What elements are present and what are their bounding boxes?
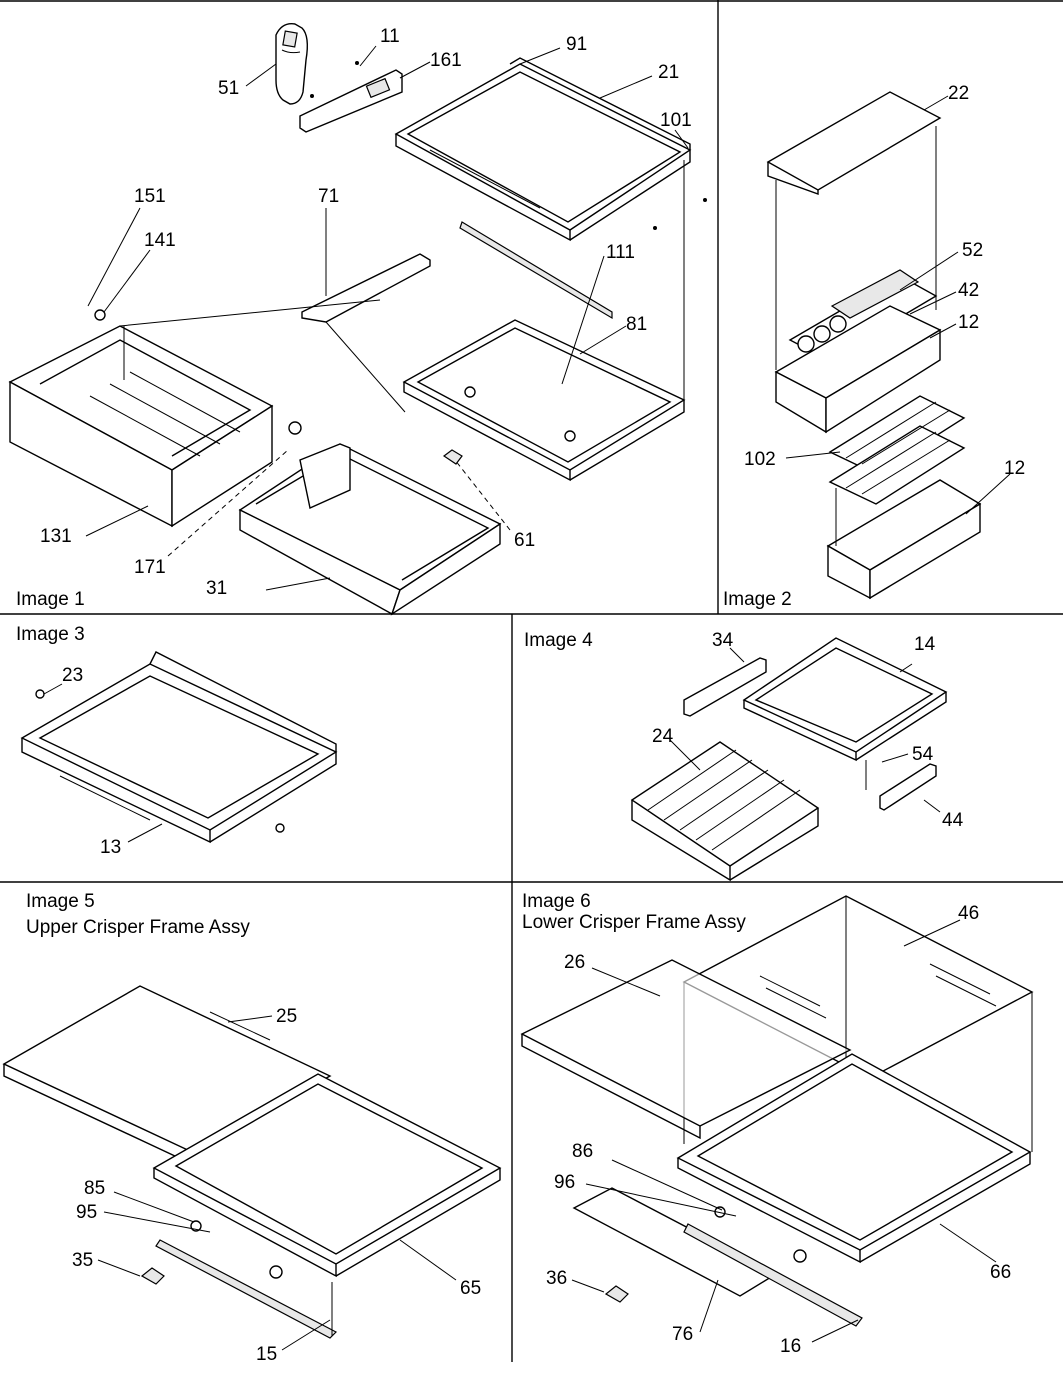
image4-leaders <box>669 647 941 813</box>
image5-leaders <box>97 1015 457 1351</box>
callout-161: 161 <box>430 50 462 71</box>
callout-36: 36 <box>546 1268 567 1289</box>
callout-11: 11 <box>380 26 400 47</box>
callout-96: 96 <box>554 1172 575 1193</box>
dairy-door-part <box>275 23 309 105</box>
image1-leaders <box>85 45 689 591</box>
callout-23: 23 <box>62 665 83 686</box>
left-drawer-part <box>8 299 381 528</box>
callout-51: 51 <box>218 78 239 99</box>
callout-44: 44 <box>942 810 964 831</box>
callout-13: 13 <box>100 837 121 858</box>
crisper-frame-part <box>402 160 686 482</box>
wire-basket-part <box>630 741 820 882</box>
callout-65: 65 <box>460 1278 481 1299</box>
subtitle-image-6: Lower Crisper Frame Assy <box>522 912 746 933</box>
callout-14: 14 <box>914 634 936 655</box>
caption-image-1: Image 1 <box>16 589 85 610</box>
callout-61: 61 <box>514 530 535 551</box>
bracket-part <box>299 61 403 133</box>
callout-151: 151 <box>134 186 166 207</box>
image6-leaders <box>571 919 997 1343</box>
callout-15: 15 <box>256 1344 277 1365</box>
panel-image-1: 11 161 51 91 21 101 151 141 71 111 81 13… <box>8 23 707 616</box>
callout-52: 52 <box>962 240 983 261</box>
callout-71: 71 <box>318 186 339 207</box>
upper-crisper-frame-part <box>140 1073 502 1285</box>
callout-24: 24 <box>652 726 674 747</box>
lower-glass-cover-part <box>520 959 852 1140</box>
ice-tray-part <box>828 395 966 505</box>
callout-66: 66 <box>990 1262 1011 1283</box>
callout-81: 81 <box>626 314 647 335</box>
top-shelf-part <box>394 57 707 242</box>
callout-171: 171 <box>134 557 166 578</box>
callout-12-upper: 12 <box>958 312 979 333</box>
panel-image-4: 34 14 24 54 44 Image 4 <box>524 630 964 882</box>
crisper-cover-trim-part <box>572 1187 863 1327</box>
crisper-rail-part <box>155 1239 338 1339</box>
left-slide-rail-part <box>683 657 767 717</box>
callout-26: 26 <box>564 952 585 973</box>
right-drawer-part <box>238 443 502 616</box>
subtitle-image-5: Upper Crisper Frame Assy <box>26 917 250 938</box>
caption-image-5: Image 5 <box>26 891 95 912</box>
callout-34: 34 <box>712 630 734 651</box>
panel-image-6: 46 26 86 96 36 76 16 66 Image 6 Lower Cr… <box>520 891 1034 1357</box>
caption-image-4: Image 4 <box>524 630 593 651</box>
caption-image-6: Image 6 <box>522 891 591 912</box>
slide-shelf-part <box>742 637 948 762</box>
shelf-part <box>20 651 338 844</box>
callout-111: 111 <box>606 242 635 263</box>
callout-16: 16 <box>780 1336 801 1357</box>
glass-shelf-part <box>301 253 431 413</box>
ice-bin-lower-part <box>826 479 982 600</box>
rail-part <box>459 221 613 320</box>
image2-leaders <box>785 95 1011 515</box>
callout-91: 91 <box>566 34 587 55</box>
panel-image-5: 25 85 95 35 65 15 Image 5 Upper Crisper … <box>2 891 502 1365</box>
callout-131: 131 <box>40 526 72 547</box>
caption-image-2: Image 2 <box>723 589 792 610</box>
callout-102: 102 <box>744 449 776 470</box>
callout-21: 21 <box>658 62 679 83</box>
ice-bin-upper-part <box>774 305 942 434</box>
callout-85: 85 <box>84 1178 105 1199</box>
callout-141: 141 <box>144 230 176 251</box>
callout-95: 95 <box>76 1202 97 1223</box>
callout-101: 101 <box>660 110 692 131</box>
callout-35: 35 <box>72 1250 93 1271</box>
callout-86: 86 <box>572 1141 593 1162</box>
callout-42: 42 <box>958 280 979 301</box>
panel-image-2: 22 52 42 12 102 12 Image 2 <box>723 83 1025 610</box>
panel-image-3: 23 13 Image 3 <box>16 624 338 858</box>
callout-76: 76 <box>672 1324 693 1345</box>
callout-25: 25 <box>276 1006 297 1027</box>
ice-bin-cover-part <box>766 91 942 370</box>
right-slide-rail-part <box>865 760 937 811</box>
callout-22: 22 <box>948 83 969 104</box>
lower-crisper-frame-part <box>676 1053 1032 1264</box>
callout-54: 54 <box>912 744 934 765</box>
image3-leaders <box>43 683 163 843</box>
callout-12-lower: 12 <box>1004 458 1025 479</box>
callout-31: 31 <box>206 578 227 599</box>
callout-46: 46 <box>958 903 979 924</box>
caption-image-3: Image 3 <box>16 624 85 645</box>
